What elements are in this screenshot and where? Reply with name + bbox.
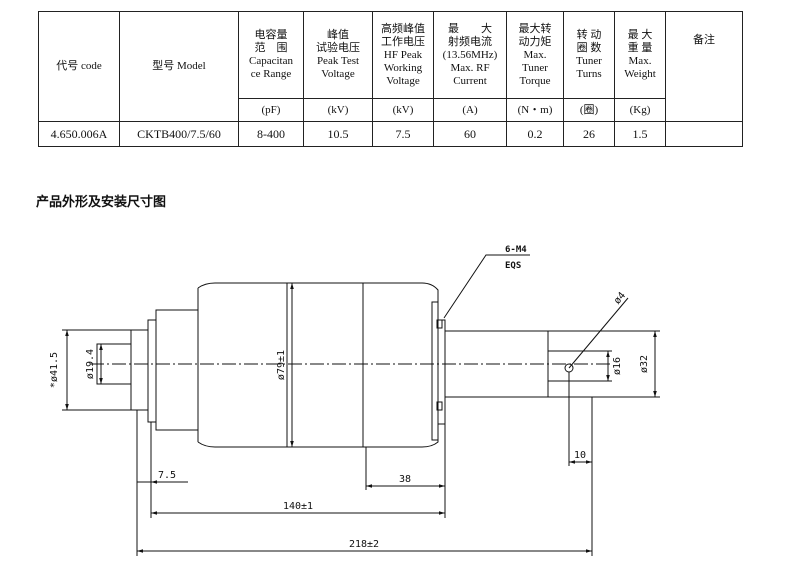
header-line: 工作电压 xyxy=(381,35,425,48)
header-line: Tuner xyxy=(522,61,548,74)
header-line: 圈 数 xyxy=(576,42,602,54)
header-hf-voltage: 高频峰值 工作电压 HF Peak Working Voltage xyxy=(372,11,434,99)
header-rf-current: 最 大 射频电流 (13.56MHz) Max. RF Current xyxy=(433,11,507,99)
dim-text-body: ø79±1 xyxy=(276,350,287,380)
header-line: Turns xyxy=(576,68,602,80)
screw-head xyxy=(436,319,443,329)
header-line: Max. xyxy=(628,55,652,67)
header-line: 峰值 xyxy=(327,29,349,41)
dim-text-10: 10 xyxy=(574,450,586,461)
header-line: Current xyxy=(453,74,487,87)
table-row: 4.650.006A CKTB400/7.5/60 8-400 10.5 7.5… xyxy=(38,121,743,147)
header-line: 型号 Model xyxy=(152,60,206,72)
header-line: 最 大 xyxy=(448,22,492,35)
dim-text-thread-top: 6-M4 xyxy=(505,245,527,255)
header-line: Max. xyxy=(523,48,547,61)
unit-cell: (N・m) xyxy=(506,98,564,122)
hole-leader xyxy=(568,297,629,369)
dim-text-shaft-inner: ø16 xyxy=(612,357,623,375)
header-line: Working xyxy=(383,61,423,74)
cell-remark xyxy=(665,121,743,147)
header-line: Weight xyxy=(624,68,656,80)
header-line: Voltage xyxy=(386,74,420,87)
header-line: (13.56MHz) xyxy=(442,48,498,61)
dim-text-thread-bottom: EQS xyxy=(505,261,521,271)
header-peak-test: 峰值 试验电压 Peak Test Voltage xyxy=(303,11,373,99)
spec-table: 代号 code 型号 Model 电容量 范 围 Capacitan ce Ra… xyxy=(38,11,743,147)
header-line: Max. RF xyxy=(450,61,490,74)
left-collar xyxy=(130,329,149,411)
header-line: 重 量 xyxy=(627,42,653,54)
cell-peak-test: 10.5 xyxy=(303,121,373,147)
cell-turns: 26 xyxy=(563,121,615,147)
header-line: 范 围 xyxy=(254,42,288,54)
header-line: Tuner xyxy=(576,55,602,67)
section-title: 产品外形及安装尺寸图 xyxy=(36,195,167,210)
dim-text-left-inner: ø19.4 xyxy=(85,349,96,379)
header-code: 代号 code xyxy=(38,11,120,122)
unit-cell: (kV) xyxy=(303,98,373,122)
header-model: 型号 Model xyxy=(119,11,239,122)
cell-torque: 0.2 xyxy=(506,121,564,147)
unit-cell: (pF) xyxy=(238,98,304,122)
dim-text-218: 218±2 xyxy=(349,539,379,550)
header-line: 备注 xyxy=(693,34,715,46)
unit-cell: (A) xyxy=(433,98,507,122)
header-line: ce Range xyxy=(250,68,292,80)
cell-rf-current: 60 xyxy=(433,121,507,147)
unit-cell: (圈) xyxy=(563,98,615,122)
header-line: Peak Test xyxy=(316,55,360,67)
unit-cell: (Kg) xyxy=(614,98,666,122)
header-line: 最大转 xyxy=(518,22,552,35)
dim-text-shaft-outer: ø32 xyxy=(639,355,650,373)
header-line: 转 动 xyxy=(576,29,602,41)
header-line: HF Peak xyxy=(383,48,423,61)
thread-leader xyxy=(443,254,530,319)
header-line: Voltage xyxy=(321,68,355,80)
left-cap xyxy=(155,309,199,431)
left-flange xyxy=(147,319,157,423)
main-body xyxy=(197,282,439,448)
header-line: 高频峰值 xyxy=(381,22,425,35)
header-line: Capacitan xyxy=(249,55,293,67)
header-line: 代号 code xyxy=(56,60,102,72)
header-line: 电容量 xyxy=(254,29,288,41)
dim-text-38: 38 xyxy=(399,474,411,485)
header-line: Torque xyxy=(519,74,551,87)
right-shaft xyxy=(444,330,549,398)
header-line: 动力矩 xyxy=(518,35,552,48)
header-line: 最 大 xyxy=(627,29,653,41)
dim-text-7-5: 7.5 xyxy=(158,470,176,481)
cell-code: 4.650.006A xyxy=(38,121,120,147)
unit-cell: (kV) xyxy=(372,98,434,122)
dim-text-left-outer: *ø41.5 xyxy=(49,352,60,388)
dim-text-140: 140±1 xyxy=(283,501,313,512)
screw-head xyxy=(436,401,443,411)
header-line: 试验电压 xyxy=(316,42,360,54)
cell-hf-voltage: 7.5 xyxy=(372,121,434,147)
dim-text-hole: ø4 xyxy=(612,290,628,306)
header-line: 射频电流 xyxy=(448,35,492,48)
